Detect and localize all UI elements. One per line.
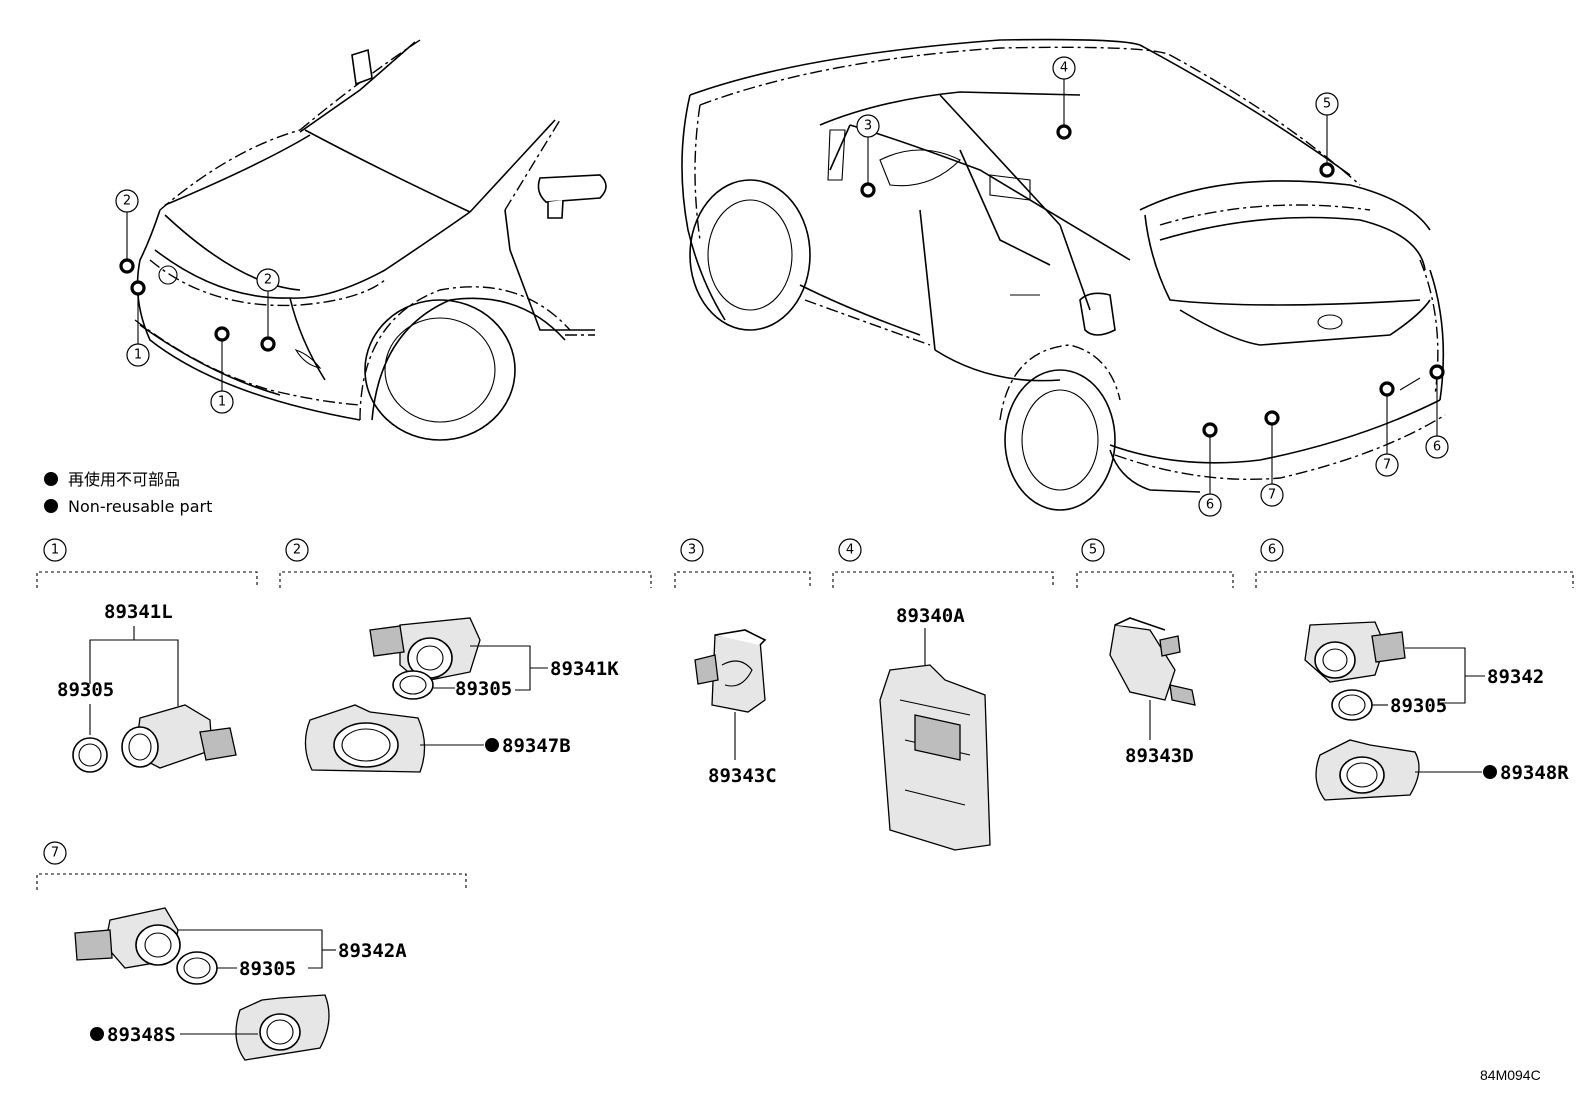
svg-text:1: 1 [218,395,226,410]
part-89305-g7: 89305 [239,958,296,980]
legend-bullet-icon [44,499,58,513]
part-89342A: 89342A [338,940,407,962]
svg-text:2: 2 [293,543,301,558]
front-callout-1b: 1 [210,390,234,414]
group-1-header: 1 [36,538,258,588]
rear-callout-6a: 6 [1198,493,1222,517]
front-vehicle-illustration [119,39,607,441]
group-7-parts: 89342A 89305 89348S [74,907,407,1061]
rear-callout-4: 4 [1052,56,1076,80]
legend-en: Non-reusable part [68,497,212,516]
svg-text:7: 7 [1383,458,1391,473]
part-89342: 89342 [1487,666,1544,688]
rear-callout-7b: 7 [1375,453,1399,477]
part-89343D: 89343D [1125,745,1194,767]
group-6-header: 6 [1255,538,1574,588]
front-callout-1a: 1 [126,343,150,367]
svg-text:2: 2 [264,273,272,288]
front-callout-2b: 2 [256,268,280,292]
svg-text:3: 3 [688,543,696,558]
rear-callout-7a: 7 [1260,483,1284,507]
group-3-header: 3 [674,538,811,588]
legend: 再使用不可部品 Non-reusable part [44,470,212,516]
svg-text:4: 4 [1060,61,1068,76]
rear-vehicle-illustration [681,38,1446,511]
rear-callout-5: 5 [1315,92,1339,116]
part-89305-g1: 89305 [57,679,114,701]
svg-text:3: 3 [864,119,872,134]
part-89347B: 89347B [502,735,571,757]
group-5-parts: 89343D [1109,617,1196,767]
part-89348S: 89348S [107,1024,176,1046]
svg-text:5: 5 [1089,543,1097,558]
svg-text:7: 7 [51,846,59,861]
group-2-header: 2 [279,538,652,588]
group-4-parts: 89340A [879,605,991,851]
group-5-header: 5 [1076,538,1234,588]
svg-text:6: 6 [1268,543,1276,558]
part-89341L: 89341L [104,601,173,623]
drawing-code: 84M094C [1480,1067,1541,1083]
group-3-parts: 89343C [694,629,777,787]
svg-text:4: 4 [846,543,854,558]
legend-bullet-icon [44,472,58,486]
svg-text:7: 7 [1268,488,1276,503]
legend-jp: 再使用不可部品 [68,470,180,489]
svg-text:6: 6 [1206,498,1214,513]
front-callout-2a: 2 [115,189,139,213]
group-7-header: 7 [36,841,467,890]
part-89348R: 89348R [1500,762,1569,784]
rear-callout-3: 3 [856,114,880,138]
group-6-parts: 89342 89305 89348R [1304,621,1569,801]
svg-text:1: 1 [51,543,59,558]
svg-text:2: 2 [123,194,131,209]
svg-text:1: 1 [134,348,142,363]
group-1-parts: 89341L 89305 [57,601,237,773]
part-89341K: 89341K [550,658,619,680]
part-89343C: 89343C [708,765,777,787]
rear-callout-6b: 6 [1425,435,1449,459]
part-89340A: 89340A [896,605,965,627]
svg-text:5: 5 [1323,97,1331,112]
part-89305-g6: 89305 [1390,695,1447,717]
svg-text:6: 6 [1433,440,1441,455]
group-2-parts: 89341K 89305 89347B [304,617,619,773]
part-89305-g2: 89305 [455,678,512,700]
group-4-header: 4 [832,538,1054,588]
